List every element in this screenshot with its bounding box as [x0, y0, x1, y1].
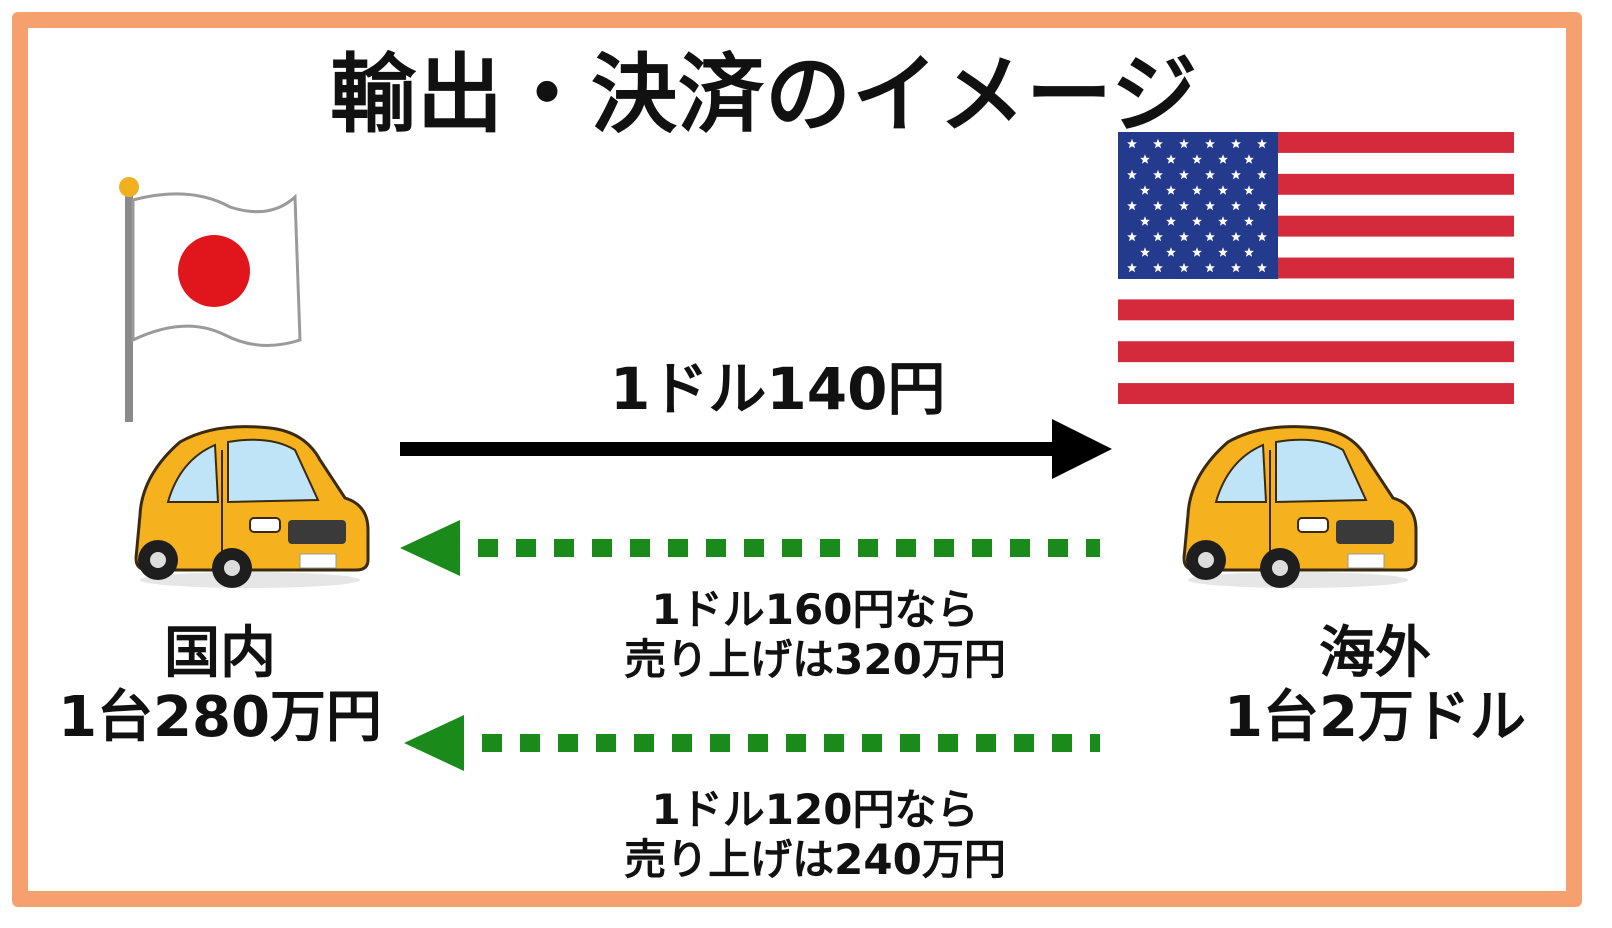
export-rate-label: 1ドル140円	[610, 355, 946, 423]
return-revenue: 売り上げは320万円	[624, 635, 1006, 685]
return-rate: 1ドル120円なら	[651, 785, 979, 834]
export-arrow	[400, 419, 1112, 479]
japan-flag-icon	[119, 177, 302, 422]
car-icon	[134, 425, 370, 588]
overseas-name: 海外	[1319, 621, 1431, 686]
domestic-price: 1台280万円	[58, 685, 382, 751]
return-revenue: 売り上げは240万円	[624, 835, 1006, 885]
return-arrow	[404, 715, 1100, 771]
domestic-label: 国内 1台280万円	[20, 621, 420, 751]
return-caption: 1ドル160円なら 売り上げは320万円	[555, 585, 1075, 686]
us-flag-icon	[1118, 132, 1514, 404]
diagram-title: 輸出・決済のイメージ	[330, 45, 1199, 145]
return-caption: 1ドル120円なら 売り上げは240万円	[555, 785, 1075, 886]
car-icon	[1182, 425, 1418, 588]
overseas-label: 海外 1台2万ドル	[1175, 621, 1575, 751]
return-rate: 1ドル160円なら	[651, 585, 979, 634]
overseas-price: 1台2万ドル	[1224, 685, 1526, 751]
domestic-name: 国内	[164, 621, 276, 686]
return-arrow	[400, 520, 1100, 576]
